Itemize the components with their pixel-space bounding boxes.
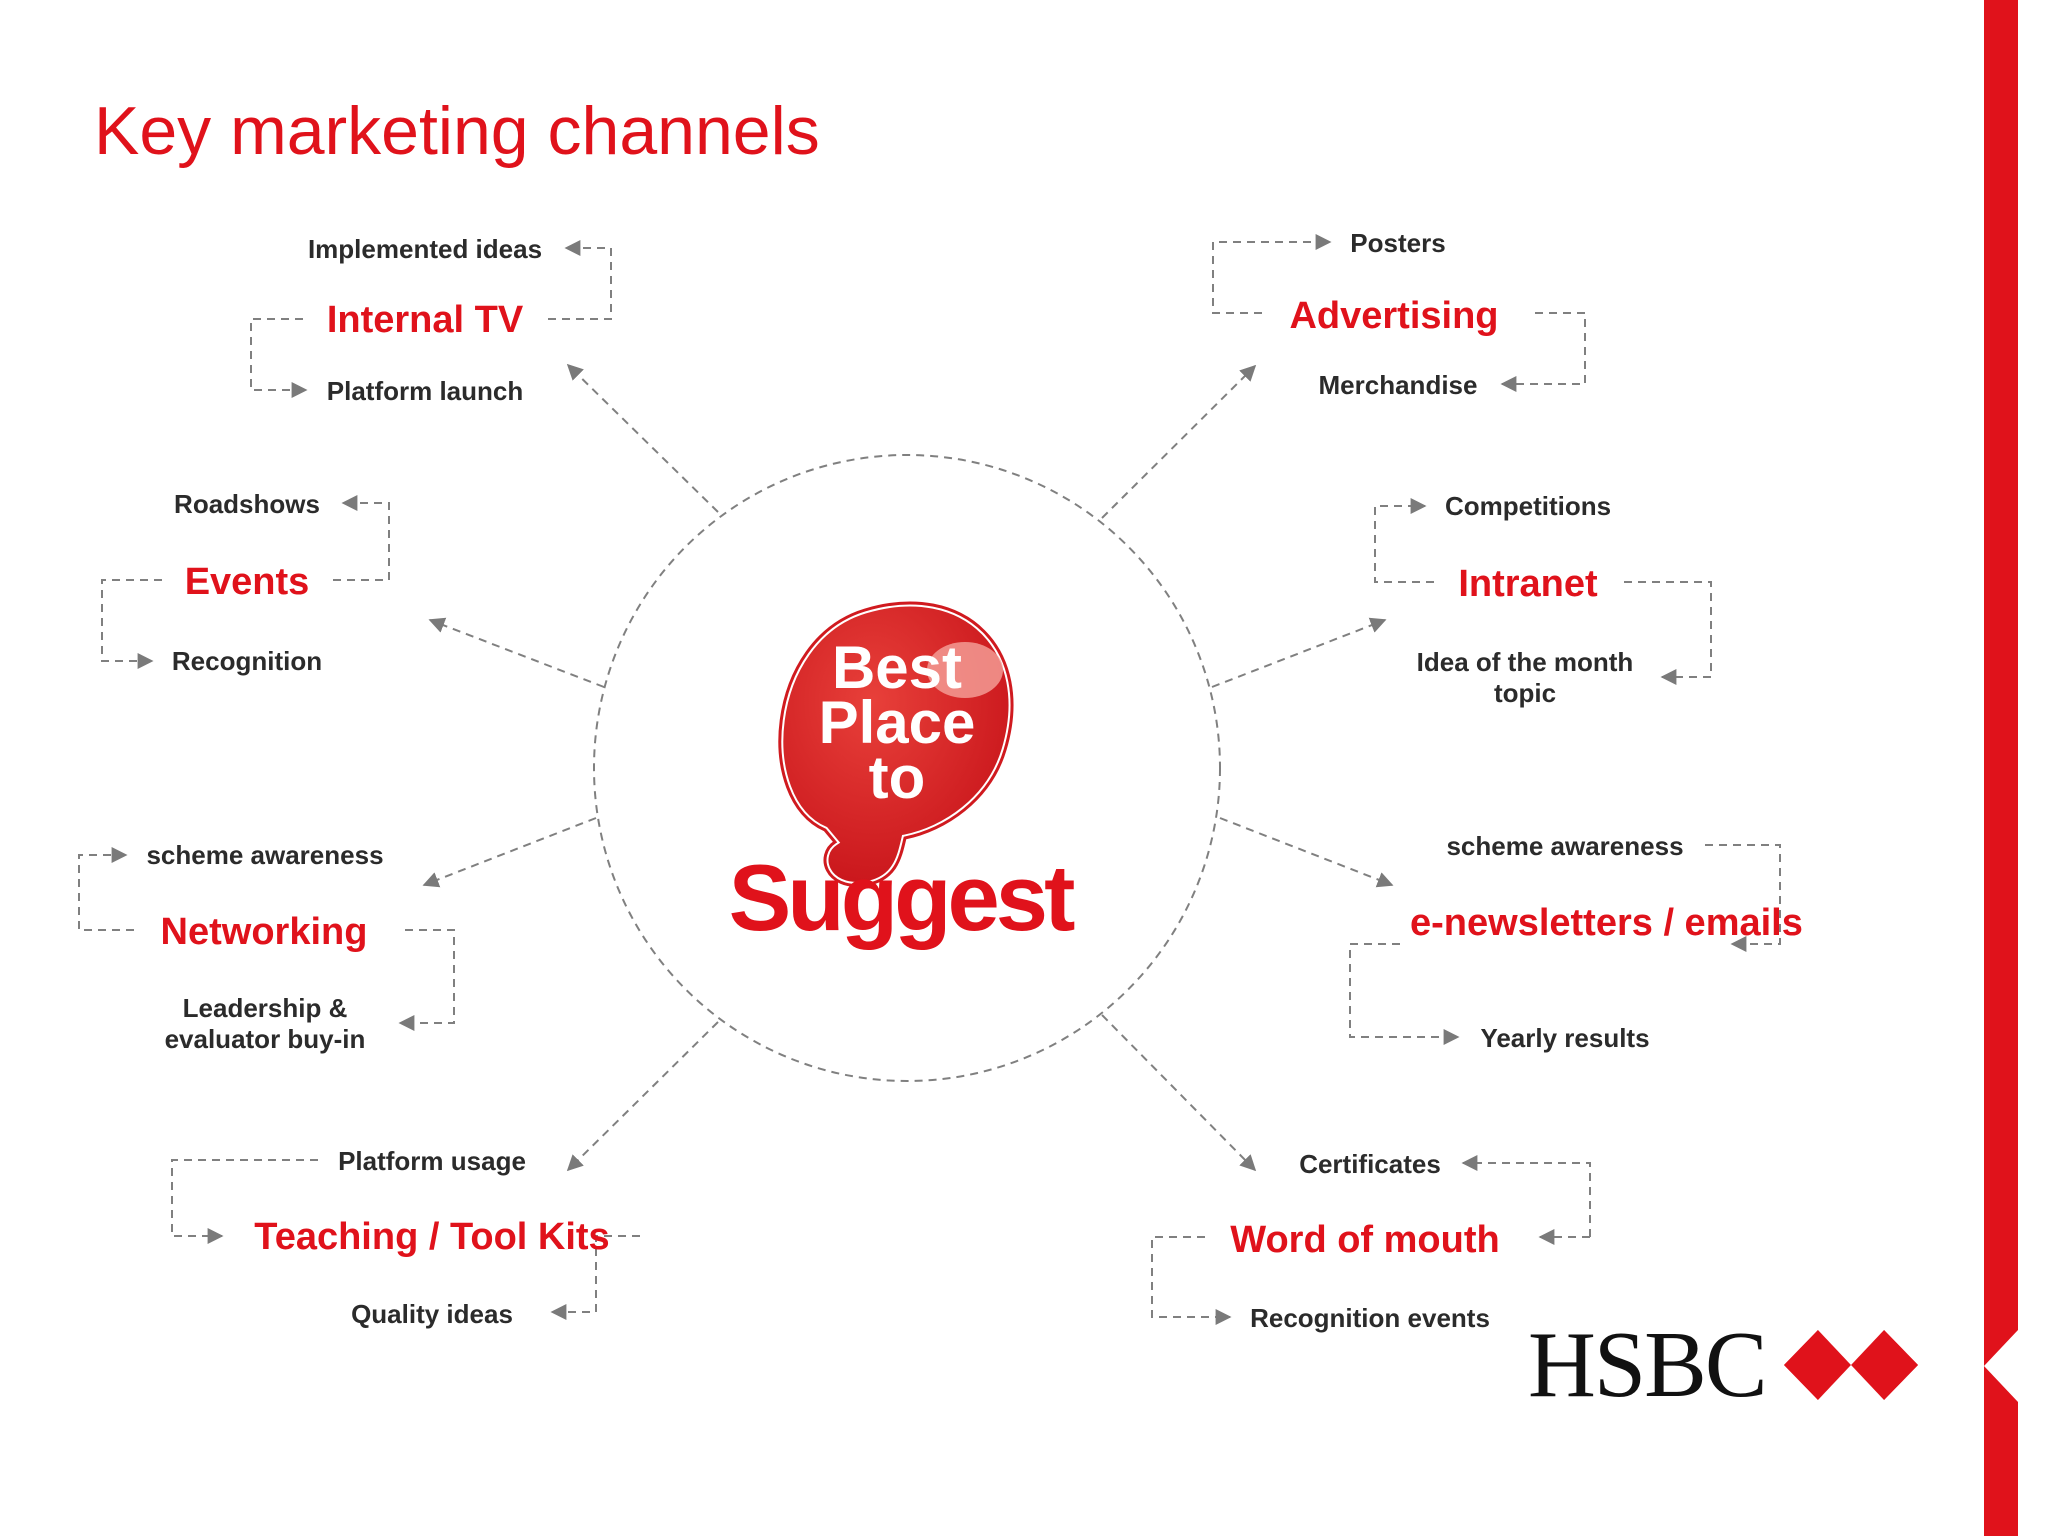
networking-top: scheme awareness [146, 840, 384, 870]
events-top: Roadshows [174, 489, 320, 519]
spoke-events [428, 617, 605, 688]
channel-teaching: Teaching / Tool Kits [254, 1216, 610, 1258]
channel-word-of-mouth: Word of mouth [1230, 1219, 1500, 1261]
channel-internal-tv: Internal TV [326, 299, 524, 341]
logo-to: to [869, 744, 926, 811]
hsbc-hexagon-logo [1784, 1330, 1918, 1400]
slide-title: Key marketing channels [94, 93, 820, 169]
intranet-top: Competitions [1444, 491, 1612, 521]
word-of-mouth-top: Certificates [1299, 1149, 1441, 1179]
internal-tv-top: Implemented ideas [307, 234, 543, 264]
spoke-intranet [1211, 617, 1387, 688]
right-accent-bar [1984, 0, 2018, 1536]
channel-networking: Networking [160, 911, 368, 953]
channel-intranet: Intranet [1458, 563, 1598, 605]
enewsletters-top: scheme awareness [1446, 831, 1684, 861]
channel-events: Events [184, 561, 310, 603]
logo-place: Place [819, 689, 976, 756]
channel-advertising: Advertising [1289, 295, 1499, 337]
advertising-top: Posters [1350, 228, 1446, 258]
teaching-top: Platform usage [338, 1146, 526, 1176]
teaching-bottom: Quality ideas [351, 1299, 513, 1329]
hsbc-wordmark: HSBC [1528, 1313, 1768, 1417]
spoke-internal-tv [566, 363, 719, 513]
enewsletters-bottom: Yearly results [1480, 1023, 1650, 1053]
advertising-bottom: Merchandise [1318, 370, 1478, 400]
events-bottom: Recognition [171, 646, 323, 676]
logo-best: Best [832, 634, 962, 701]
logo-suggest: Suggest [729, 845, 1076, 950]
accent-bar-notch [1984, 1330, 2018, 1402]
word-of-mouth-bottom: Recognition events [1250, 1303, 1490, 1333]
spoke-enewsletters [1219, 817, 1394, 888]
internal-tv-bottom: Platform launch [326, 376, 524, 406]
best-place-to-suggest-logo: Best Place to Suggest [729, 599, 1079, 950]
intranet-bottom: Idea of the month topic [1416, 647, 1634, 708]
spoke-networking [422, 817, 597, 888]
spoke-word-of-mouth [1101, 1014, 1257, 1172]
spoke-teaching [566, 1021, 719, 1172]
networking-bottom: Leadership & evaluator buy-in [164, 993, 366, 1054]
spoke-advertising [1101, 364, 1257, 519]
channel-enewsletters: e-newsletters / emails [1410, 902, 1803, 944]
center-circle [593, 454, 1221, 1082]
